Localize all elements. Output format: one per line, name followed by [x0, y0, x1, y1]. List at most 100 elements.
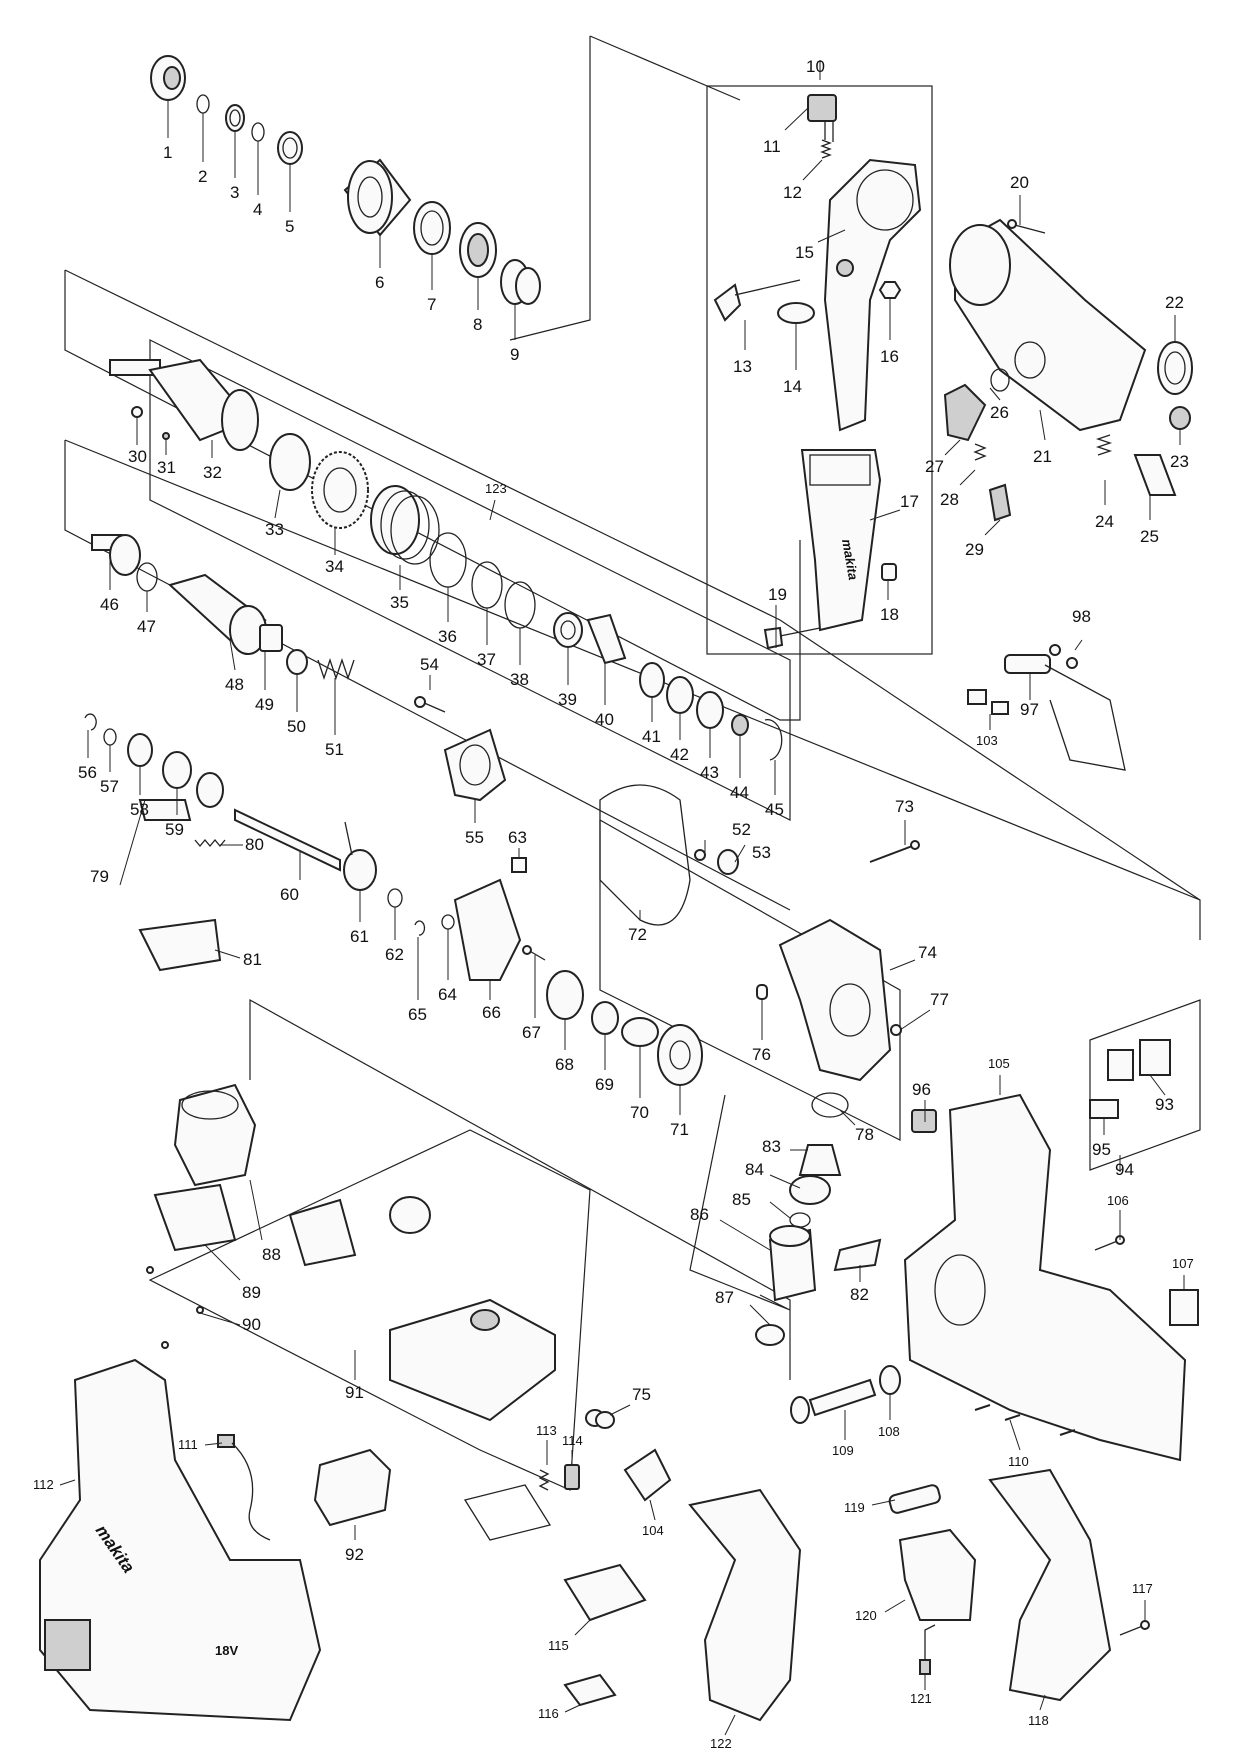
label-34: 34	[325, 557, 344, 576]
label-11: 11	[763, 137, 781, 156]
label-109: 109	[832, 1443, 854, 1458]
part-26-oring	[990, 368, 1010, 392]
label-72: 72	[628, 925, 647, 944]
label-70: 70	[630, 1103, 649, 1122]
label-75: 75	[632, 1385, 651, 1404]
part-59-bearing	[162, 751, 224, 808]
label-111: 111	[178, 1437, 198, 1452]
part-91-controller	[288, 1196, 556, 1422]
label-108: 108	[878, 1424, 900, 1439]
label-57: 57	[100, 777, 119, 796]
label-24: 24	[1095, 512, 1114, 531]
part-63-clip	[511, 857, 527, 873]
part-66-plate	[453, 878, 522, 981]
label-87: 87	[715, 1288, 734, 1307]
part-70-plate	[621, 1017, 659, 1047]
label-97: 97	[1020, 700, 1039, 719]
part-90-screw	[146, 1266, 204, 1349]
label-36: 36	[438, 627, 457, 646]
part-11-knob	[807, 94, 837, 142]
part-121-brush	[919, 1624, 936, 1675]
label-19: 19	[768, 585, 787, 604]
part-30-ball	[131, 406, 143, 418]
part-50-sleeve	[286, 649, 308, 675]
label-31: 31	[157, 458, 176, 477]
label-69: 69	[595, 1075, 614, 1094]
part-112-housing: makita 18V	[39, 1358, 322, 1722]
part-74-crank-housing	[778, 918, 892, 1082]
part-62-washer	[387, 888, 403, 908]
voltage-mark: 18V	[215, 1643, 238, 1658]
label-81: 81	[243, 950, 262, 969]
part-118-handle-half	[988, 1468, 1112, 1702]
label-116: 116	[538, 1706, 559, 1721]
label-54: 54	[420, 655, 439, 674]
part-21-housing	[949, 218, 1147, 432]
label-38: 38	[510, 670, 529, 689]
label-73: 73	[895, 797, 914, 816]
part-15-handle-clamp	[823, 158, 922, 432]
label-59: 59	[165, 820, 184, 839]
label-65: 65	[408, 1005, 427, 1024]
label-115: 115	[548, 1638, 569, 1653]
part-31-ball	[162, 432, 170, 440]
label-122: 122	[710, 1736, 732, 1751]
label-95: 95	[1092, 1140, 1111, 1159]
part-87-bearing	[755, 1324, 785, 1346]
part-29-lock	[988, 483, 1012, 522]
label-64: 64	[438, 985, 457, 1004]
part-5-washer	[277, 131, 303, 165]
part-77-screw	[890, 1024, 902, 1036]
part-17-grip: makita	[800, 449, 882, 632]
part-92-battery-terminal	[313, 1448, 392, 1527]
label-50: 50	[287, 717, 306, 736]
label-14: 14	[783, 377, 802, 396]
part-105-motor-housing	[903, 1093, 1187, 1462]
label-1: 1	[163, 143, 172, 162]
part-6-sleeve	[343, 158, 412, 237]
label-22: 22	[1165, 293, 1184, 312]
part-33-clutch	[269, 433, 311, 491]
label-46: 46	[100, 595, 119, 614]
label-39: 39	[558, 690, 577, 709]
label-63: 63	[508, 828, 527, 847]
part-117-screw	[1119, 1620, 1150, 1636]
label-29: 29	[965, 540, 984, 559]
part-97-lever	[1004, 654, 1126, 771]
label-47: 47	[137, 617, 156, 636]
part-32-barrel	[109, 358, 259, 451]
part-80-spring	[194, 838, 226, 848]
label-44: 44	[730, 783, 749, 802]
label-118: 118	[1028, 1713, 1049, 1728]
label-25: 25	[1140, 527, 1159, 546]
part-23-washer	[1169, 406, 1191, 430]
label-120: 120	[855, 1608, 877, 1623]
part-109-sleeve	[790, 1378, 877, 1424]
label-4: 4	[253, 200, 262, 219]
part-76-pin	[756, 984, 768, 1000]
part-71-fan	[657, 1024, 703, 1086]
grip-logo: makita	[839, 538, 861, 581]
part-13-bolt	[713, 279, 801, 322]
part-116-label	[563, 1673, 617, 1707]
label-96: 96	[912, 1080, 931, 1099]
part-85-washer	[789, 1212, 811, 1228]
label-103: 103	[976, 733, 998, 748]
part-54-screw	[414, 696, 446, 713]
part-44-oring	[731, 714, 749, 736]
part-19-screw	[763, 626, 821, 650]
part-86-rotor	[768, 1225, 817, 1302]
part-60-shaft	[234, 808, 341, 872]
label-89: 89	[242, 1283, 261, 1302]
label-5: 5	[285, 217, 294, 236]
part-28-spring	[973, 443, 987, 461]
label-74: 74	[918, 943, 937, 962]
label-107: 107	[1172, 1256, 1194, 1271]
label-21: 21	[1033, 447, 1052, 466]
label-76: 76	[752, 1045, 771, 1064]
part-53-seal	[717, 849, 739, 875]
label-79: 79	[90, 867, 109, 886]
label-10: 10	[806, 57, 825, 76]
part-107-label	[1169, 1289, 1199, 1326]
label-43: 43	[700, 763, 719, 782]
